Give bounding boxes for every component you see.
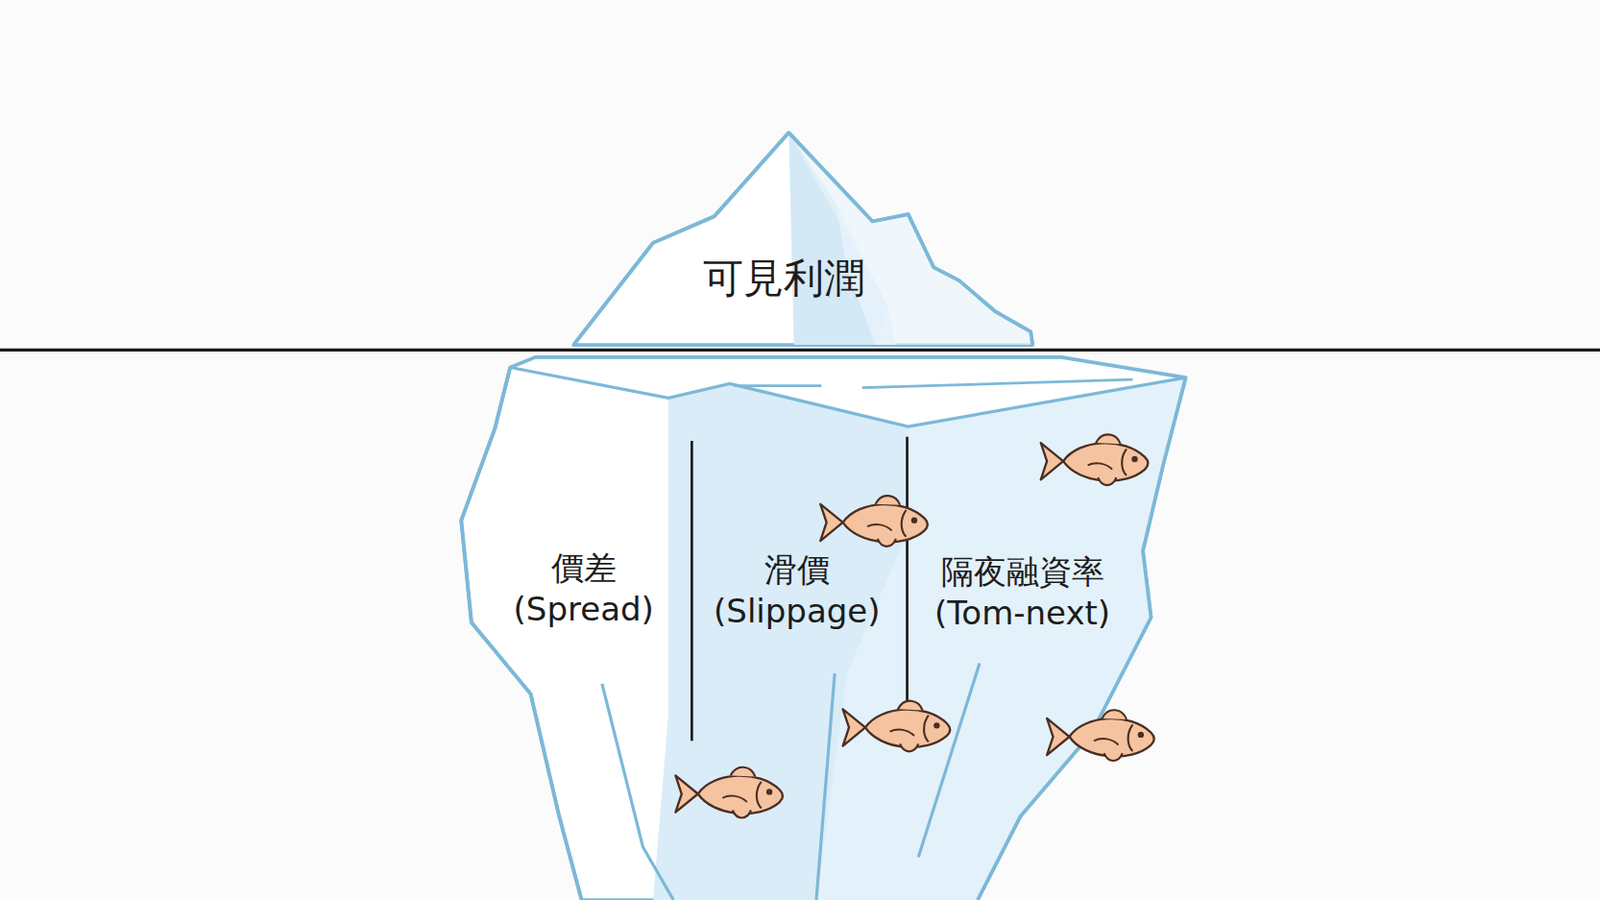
cost-section: 價差 (Spread) [491,547,676,630]
visible-profit-tip: 可見利潤 [651,253,917,305]
section-label: 隔夜融資率 (Tom-next) [912,551,1132,633]
cost-section: 滑價 (Slippage) [695,549,900,631]
section-label: 可見利潤 [651,253,917,305]
cost-section: 隔夜融資率 (Tom-next) [912,551,1132,633]
section-label: 價差 (Spread) [491,547,676,630]
section-label: 滑價 (Slippage) [695,549,900,631]
